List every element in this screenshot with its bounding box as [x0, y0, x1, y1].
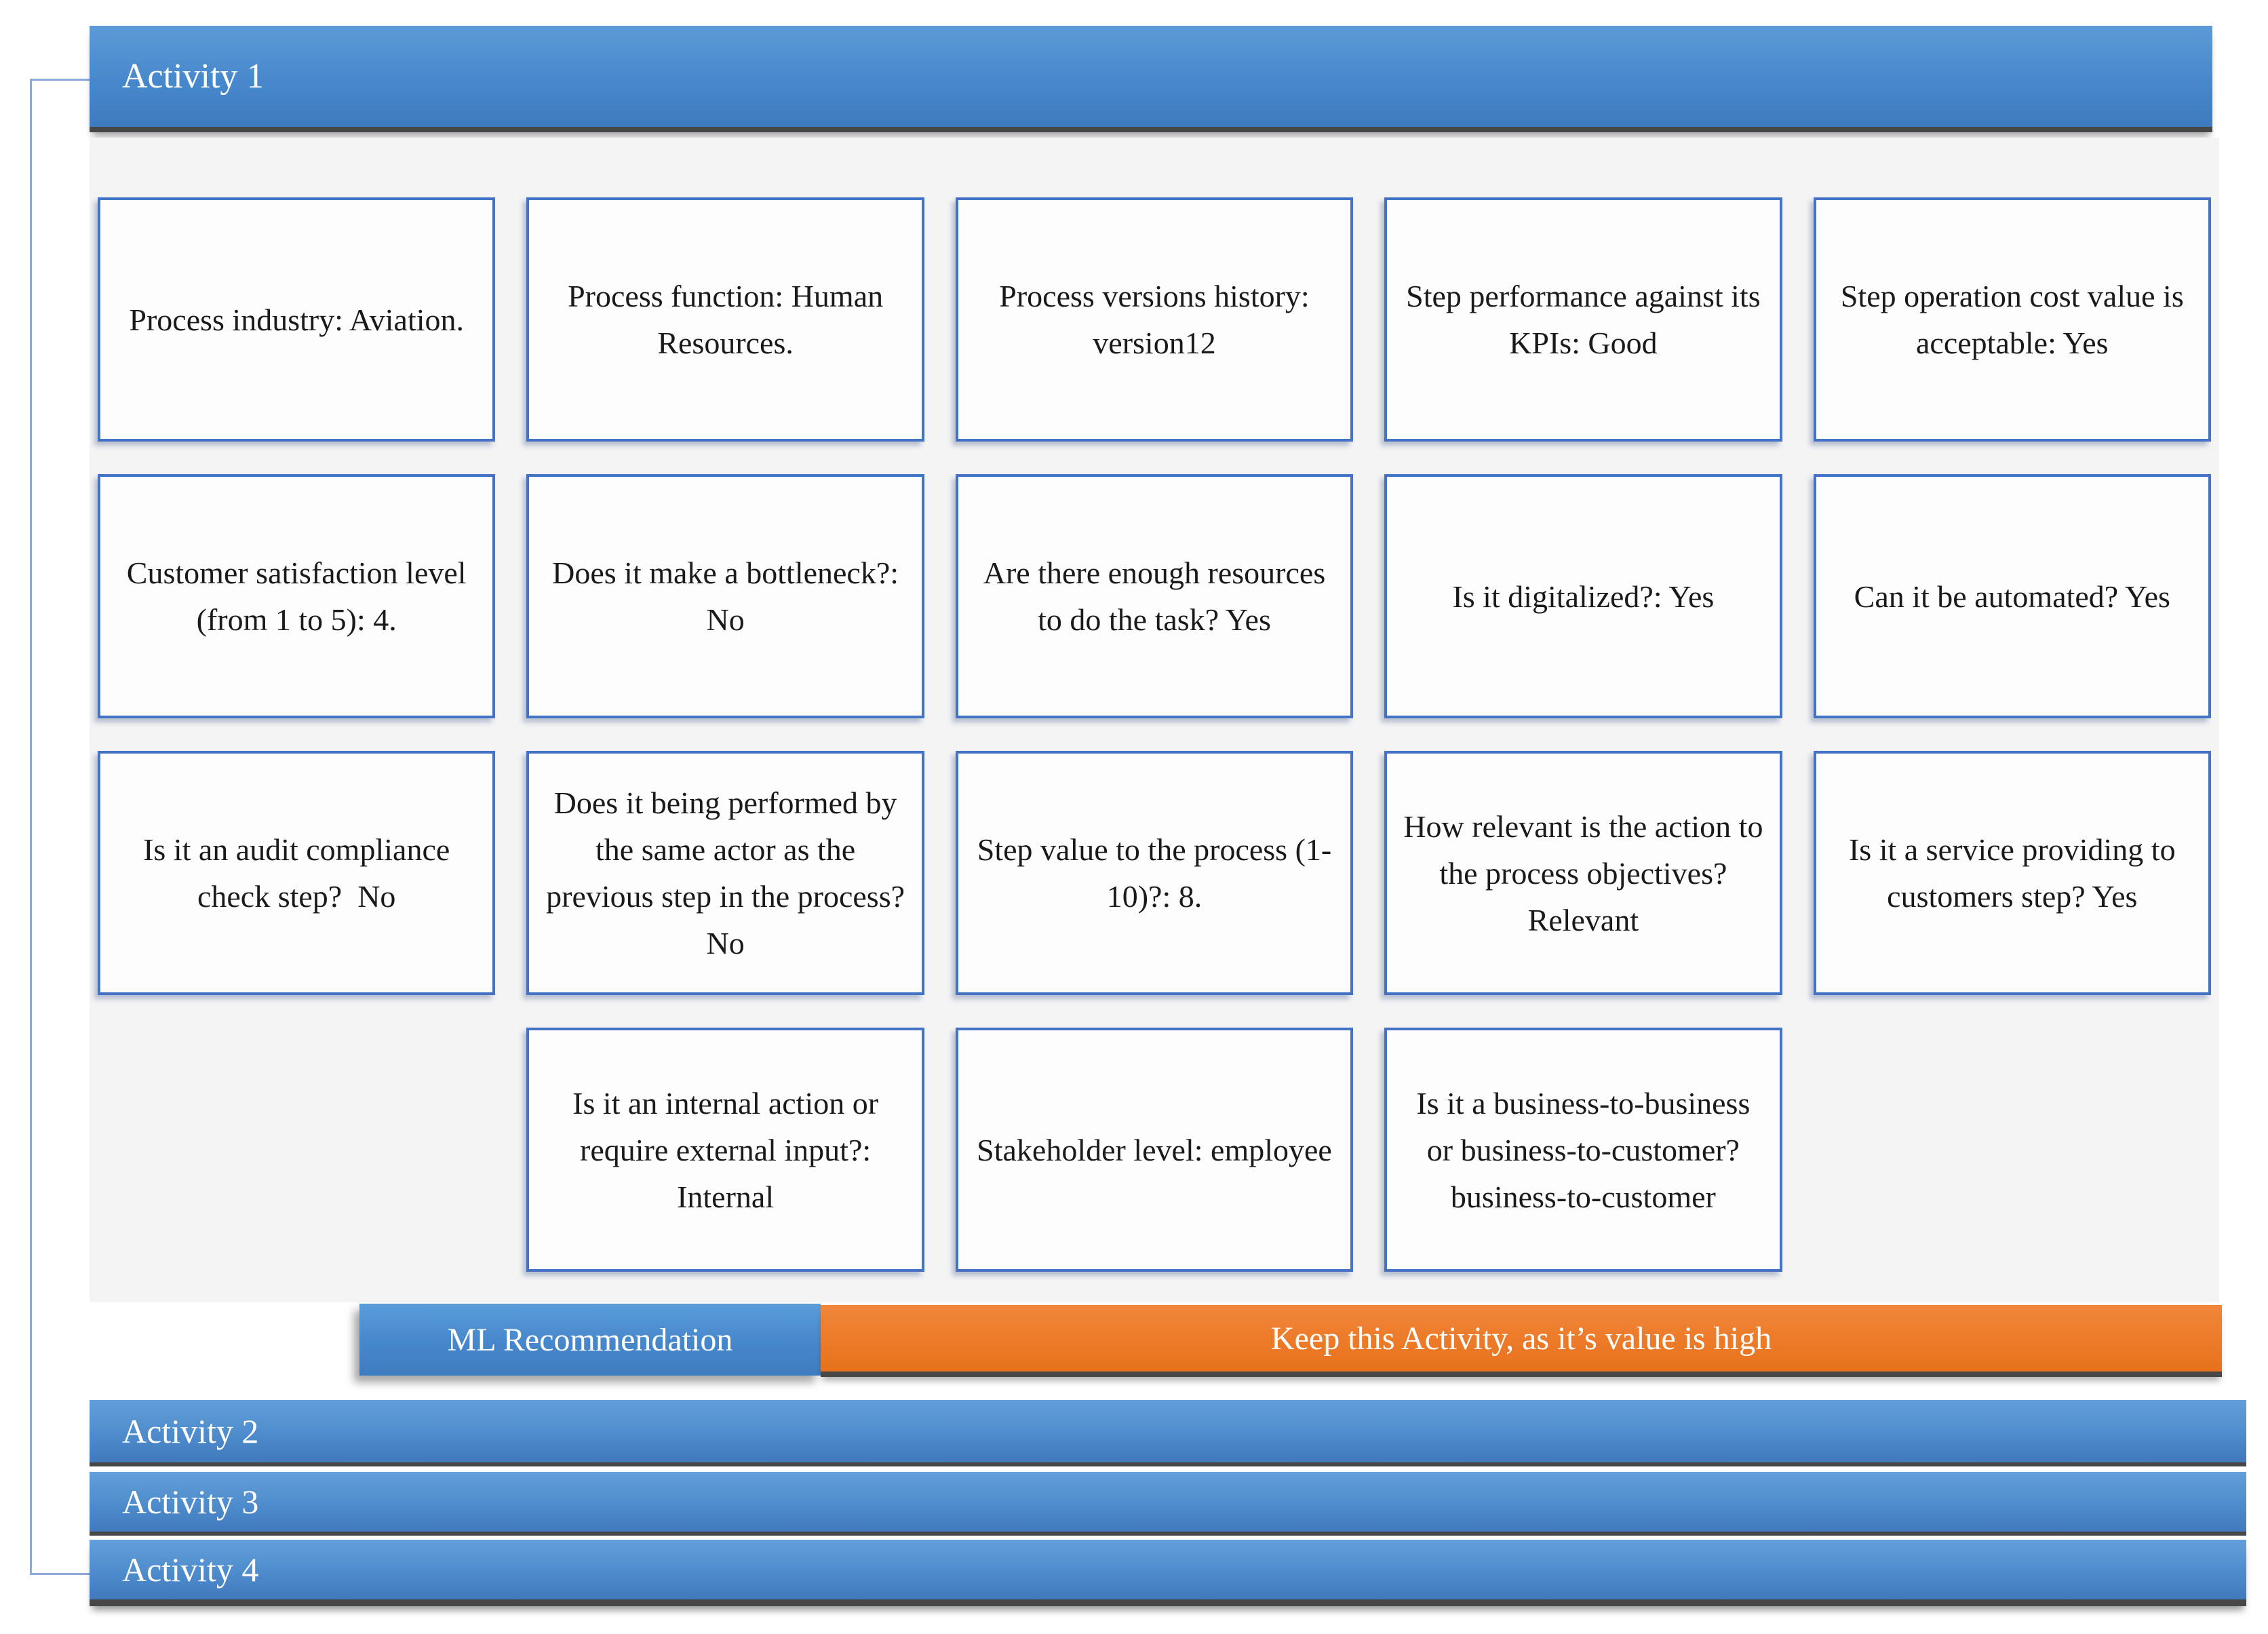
info-card: Customer satisfaction level (from 1 to 5… — [98, 474, 496, 718]
info-card: Does it make a bottleneck?: No — [526, 474, 924, 718]
activity4-title: Activity 4 — [122, 1551, 259, 1589]
info-card: How relevant is the action to the proces… — [1384, 751, 1782, 995]
recommendation-banner: Keep this Activity, as it’s value is hig… — [821, 1305, 2222, 1377]
recommendation-message: Keep this Activity, as it’s value is hig… — [1270, 1320, 1772, 1357]
info-card: Step operation cost value is acceptable:… — [1813, 197, 2211, 442]
connector-line-vertical — [30, 79, 32, 1575]
info-card: Are there enough resources to do the tas… — [955, 474, 1354, 718]
activity1-panel: Process industry: Aviation.Process funct… — [90, 138, 2219, 1302]
info-card: Step performance against its KPIs: Good — [1384, 197, 1782, 442]
info-card: Is it digitalized?: Yes — [1384, 474, 1782, 718]
activity4-bar[interactable]: Activity 4 — [90, 1540, 2246, 1606]
connector-line-bottom — [30, 1573, 92, 1575]
activity3-title: Activity 3 — [122, 1483, 259, 1521]
info-card: Stakeholder level: employee — [955, 1028, 1354, 1272]
ml-recommendation-button[interactable]: ML Recommendation — [359, 1304, 821, 1376]
connector-line-top — [30, 79, 92, 81]
info-card: Is it an internal action or require exte… — [526, 1028, 924, 1272]
info-card: Is it a service providing to customers s… — [1813, 751, 2211, 995]
ml-recommendation-label: ML Recommendation — [447, 1321, 733, 1358]
info-card: Process versions history: version12 — [955, 197, 1354, 442]
info-card: Process function: Human Resources. — [526, 197, 924, 442]
activity2-bar[interactable]: Activity 2 — [90, 1400, 2246, 1466]
activity2-title: Activity 2 — [122, 1412, 259, 1450]
activity1-header[interactable]: Activity 1 — [90, 26, 2212, 132]
attribute-cards-grid: Process industry: Aviation.Process funct… — [90, 138, 2219, 1272]
activity1-title: Activity 1 — [122, 57, 265, 96]
activity3-bar[interactable]: Activity 3 — [90, 1472, 2246, 1536]
info-card: Step value to the process (1-10)?: 8. — [955, 751, 1354, 995]
info-card: Is it a business-to-business or business… — [1384, 1028, 1782, 1272]
info-card: Can it be automated? Yes — [1813, 474, 2211, 718]
info-card: Is it an audit compliance check step? No — [98, 751, 496, 995]
info-card: Process industry: Aviation. — [98, 197, 496, 442]
info-card: Does it being performed by the same acto… — [526, 751, 924, 995]
